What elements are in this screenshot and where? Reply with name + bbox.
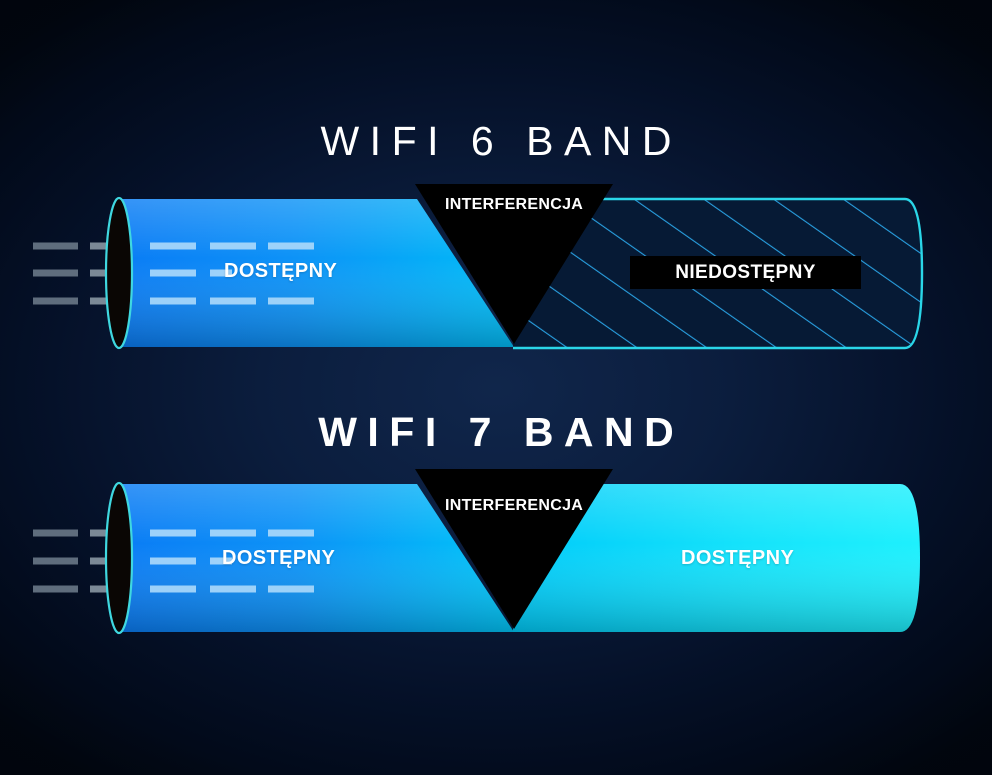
label-available-wifi6: DOSTĘPNY — [224, 260, 338, 282]
label-interference-wifi6: INTERFERENCJA — [445, 196, 584, 213]
segment-interference-wifi6 — [415, 184, 613, 344]
tube-left-cap-wifi7 — [104, 481, 134, 635]
segment-unavailable-outline-wifi6 — [513, 197, 924, 350]
segment-available-right-shading-wifi7 — [513, 484, 920, 632]
segment-available-left-shading-wifi7 — [118, 484, 514, 632]
signal-dashes-inside-wifi7 — [150, 529, 314, 593]
tube-left-cap-wifi6 — [104, 196, 134, 350]
label-interference-wifi7: INTERFERENCJA — [445, 497, 584, 514]
tube-wifi7 — [33, 469, 920, 635]
label-available-right-wifi7: DOSTĘPNY — [681, 547, 795, 569]
label-available-left-wifi7: DOSTĘPNY — [222, 547, 336, 569]
segment-available-shading-wifi6 — [118, 199, 514, 347]
title-wifi6: WIFI 6 BAND — [320, 118, 683, 164]
segment-interference-wifi7 — [415, 469, 613, 629]
title-wifi7: WIFI 7 BAND — [318, 409, 685, 455]
signal-dashes-inside-wifi6 — [150, 242, 314, 305]
badge-unavailable-wifi6: NIEDOSTĘPNY — [630, 256, 861, 289]
